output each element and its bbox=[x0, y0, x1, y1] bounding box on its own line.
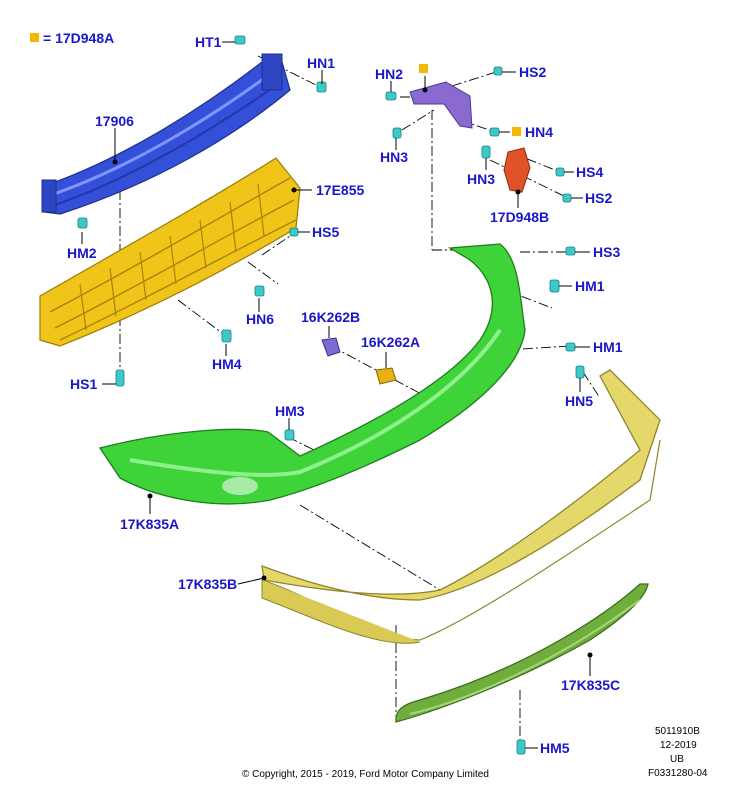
clip-hm2 bbox=[77, 217, 88, 229]
clip-hm4 bbox=[221, 329, 232, 343]
label-17k835b: 17K835B bbox=[178, 576, 237, 592]
bracket-17d948a bbox=[409, 81, 473, 129]
lower-valance bbox=[395, 583, 649, 723]
clip-hn3-a bbox=[392, 127, 402, 139]
label-hm1-a: HM1 bbox=[575, 278, 605, 294]
label-hs3: HS3 bbox=[593, 244, 620, 260]
bracket-16k262b bbox=[321, 337, 341, 357]
label-hn6: HN6 bbox=[246, 311, 274, 327]
label-16k262a: 16K262A bbox=[361, 334, 420, 350]
clip-ht1 bbox=[234, 35, 246, 45]
label-hn3-a: HN3 bbox=[380, 149, 408, 165]
clip-hn5 bbox=[575, 365, 585, 379]
figure-number: F0331280-04 bbox=[648, 768, 708, 779]
rear-bumper-reinforcement-beam bbox=[41, 53, 291, 215]
label-hm4: HM4 bbox=[212, 356, 242, 372]
label-hs4: HS4 bbox=[576, 164, 603, 180]
clip-hs2-b bbox=[562, 193, 572, 203]
clip-hn3-b bbox=[481, 145, 491, 159]
clip-hs2-a bbox=[493, 66, 503, 76]
clip-hn2-a bbox=[385, 91, 397, 101]
label-hs1: HS1 bbox=[70, 376, 97, 392]
label-hn3-b: HN3 bbox=[467, 171, 495, 187]
label-hn5: HN5 bbox=[565, 393, 593, 409]
legend-marker-hn2 bbox=[419, 64, 428, 73]
label-17906: 17906 bbox=[95, 113, 134, 129]
clip-hn4 bbox=[489, 127, 500, 137]
label-ht1: HT1 bbox=[195, 34, 222, 50]
clip-hm5 bbox=[516, 739, 526, 755]
label-17k835a: 17K835A bbox=[120, 516, 179, 532]
clip-hs4 bbox=[555, 167, 565, 177]
alignment-lines bbox=[119, 55, 601, 745]
clip-hm1-b bbox=[565, 342, 576, 352]
clip-hm3 bbox=[284, 429, 295, 441]
clip-hs1 bbox=[115, 369, 125, 387]
label-hs2-a: HS2 bbox=[519, 64, 546, 80]
label-hm1-b: HM1 bbox=[593, 339, 623, 355]
label-hm5: HM5 bbox=[540, 740, 570, 756]
label-hn2-a: HN2 bbox=[375, 66, 403, 82]
label-hs5: HS5 bbox=[312, 224, 339, 240]
clips-and-fasteners bbox=[77, 35, 585, 755]
bracket-17d948b bbox=[503, 147, 531, 193]
legend-text: = 17D948A bbox=[43, 30, 114, 46]
clip-hs5 bbox=[289, 227, 299, 237]
clip-hn6 bbox=[254, 285, 265, 297]
clip-hs3 bbox=[565, 246, 576, 256]
leader-lines bbox=[81, 41, 593, 749]
legend-swatch bbox=[30, 33, 39, 42]
catalog-code: 5011910B bbox=[655, 726, 700, 737]
bumper-cover-lower bbox=[261, 369, 661, 644]
copyright-notice: © Copyright, 2015 - 2019, Ford Motor Com… bbox=[242, 769, 489, 780]
label-17d948b: 17D948B bbox=[490, 209, 549, 225]
bumper-cover-upper bbox=[98, 243, 526, 505]
label-hn4: HN4 bbox=[525, 124, 553, 140]
label-hn1: HN1 bbox=[307, 55, 335, 71]
label-17e855: 17E855 bbox=[316, 182, 364, 198]
label-16k262b: 16K262B bbox=[301, 309, 360, 325]
label-hs2-b: HS2 bbox=[585, 190, 612, 206]
label-hm3: HM3 bbox=[275, 403, 305, 419]
catalog-date: 12-2019 bbox=[660, 740, 697, 751]
legend-marker-hn4 bbox=[512, 127, 521, 136]
label-hm2: HM2 bbox=[67, 245, 97, 261]
label-17k835c: 17K835C bbox=[561, 677, 620, 693]
clip-hm1-a bbox=[549, 279, 560, 293]
catalog-region: UB bbox=[670, 754, 684, 765]
bracket-16k262a bbox=[375, 367, 397, 385]
